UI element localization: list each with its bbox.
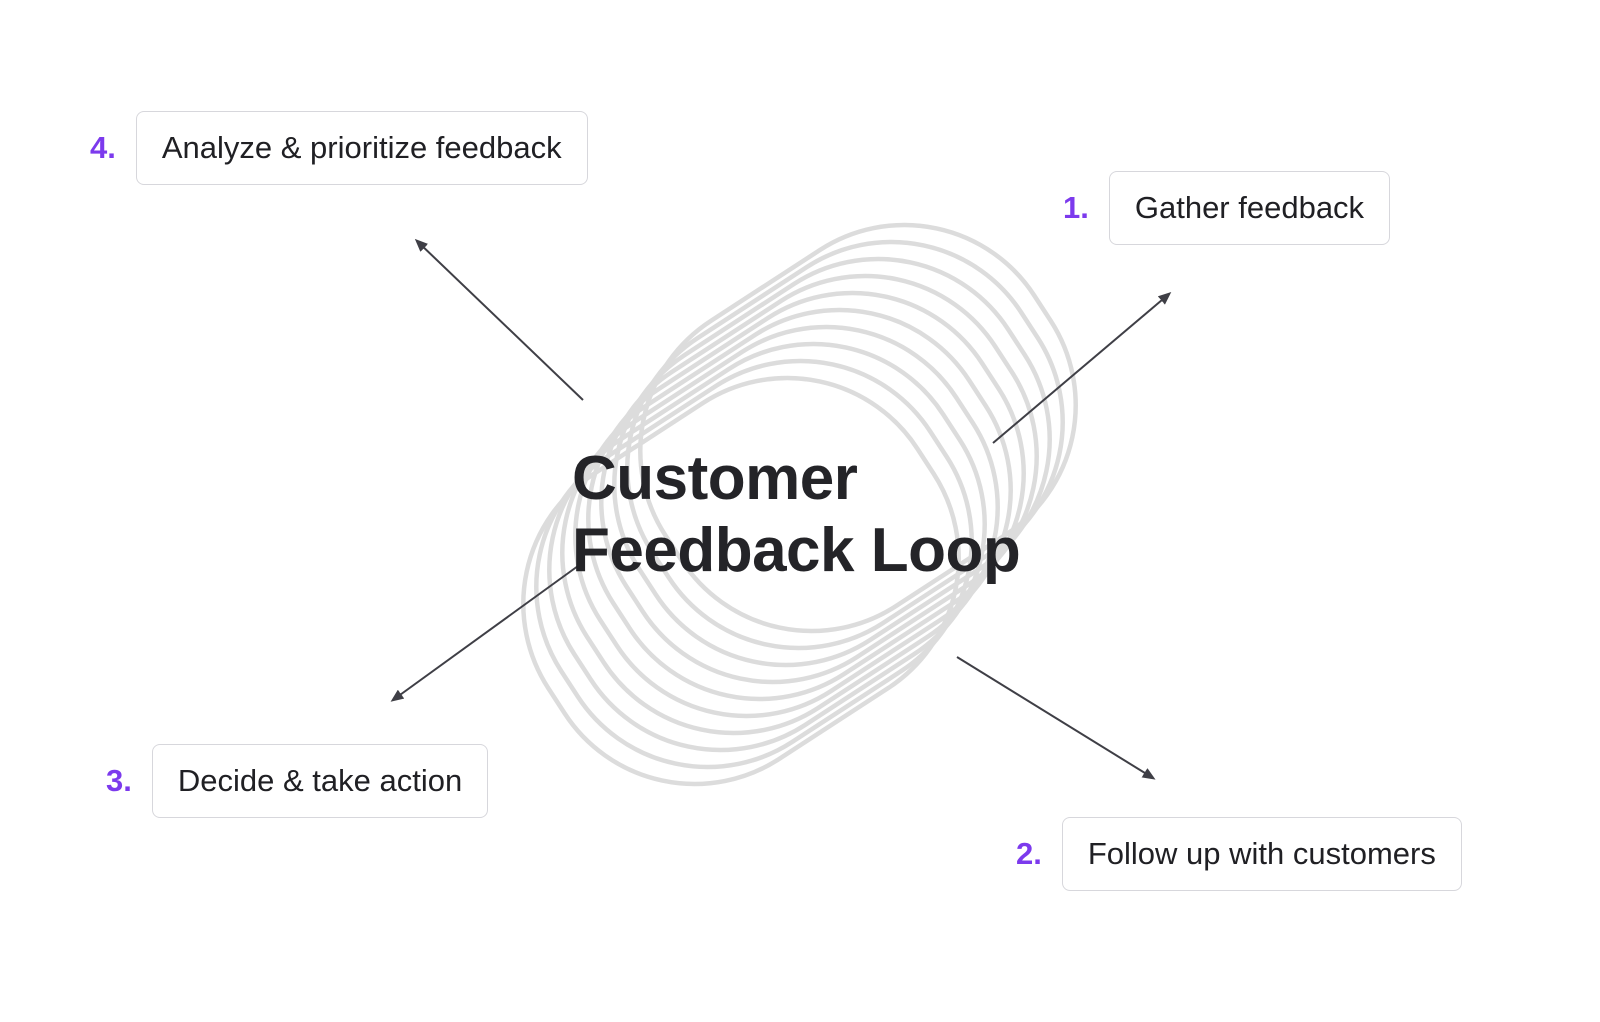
arrow-to-step-4: [414, 238, 584, 401]
step-number-4: 4.: [90, 130, 116, 165]
loop-coil-graphic: [521, 222, 1078, 787]
arrow-to-step-2: [956, 656, 1156, 780]
step-label-3: Decide & take action: [177, 763, 463, 798]
step-number-1: 1.: [1063, 190, 1089, 225]
arrow-to-step-3: [390, 565, 579, 702]
arrow-to-step-1: [992, 292, 1172, 444]
step-label-box-2: Follow up with customers: [1061, 817, 1462, 891]
step-label-2: Follow up with customers: [1087, 836, 1436, 871]
step-label-box-3: Decide & take action: [151, 744, 489, 818]
diagram-title-line-2: Feedback Loop: [572, 516, 1021, 585]
step-number-3: 3.: [106, 763, 132, 798]
step-label-box-1: Gather feedback: [1108, 171, 1391, 245]
diagram-title-line-1: Customer: [572, 444, 858, 513]
connector-arrows: [390, 238, 1172, 780]
step-item-3: 3. Decide & take action: [106, 744, 489, 818]
step-item-4: 4. Analyze & prioritize feedback: [90, 111, 588, 185]
step-number-2: 2.: [1016, 836, 1042, 871]
diagram-title: Customer Feedback Loop: [572, 443, 1021, 587]
step-item-2: 2. Follow up with customers: [1016, 817, 1462, 891]
step-label-1: Gather feedback: [1134, 190, 1365, 225]
step-item-1: 1. Gather feedback: [1063, 171, 1391, 245]
step-label-box-4: Analyze & prioritize feedback: [135, 111, 588, 185]
step-label-4: Analyze & prioritize feedback: [161, 130, 562, 165]
